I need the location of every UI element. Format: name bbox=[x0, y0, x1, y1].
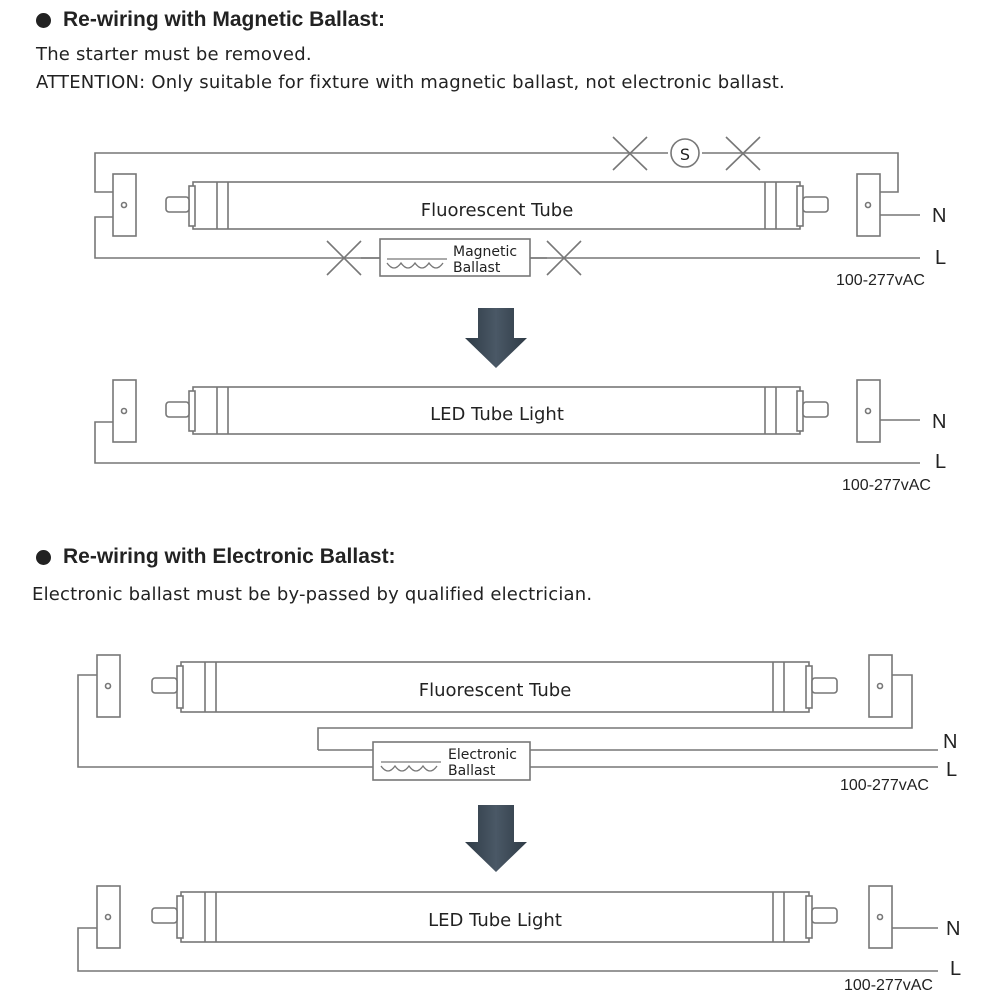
ballast-coil-icon bbox=[380, 764, 438, 772]
tube-label: Fluorescent Tube bbox=[419, 680, 572, 701]
section2-note-bypass: Electronic ballast must be by-passed by … bbox=[32, 584, 593, 605]
neutral-label: N bbox=[932, 411, 946, 433]
tube-pin-left bbox=[165, 401, 190, 418]
led-tube bbox=[180, 891, 810, 943]
ballast-label-line1: Electronic bbox=[448, 747, 517, 763]
magnetic-led-diagram bbox=[94, 379, 920, 464]
live-label: L bbox=[950, 958, 961, 980]
socket-right bbox=[868, 654, 893, 718]
socket-left bbox=[96, 654, 121, 718]
cut-mark-icon bbox=[326, 240, 362, 276]
electronic-fluorescent-diagram bbox=[77, 654, 938, 781]
tube-pin-left bbox=[151, 907, 178, 924]
starter-icon bbox=[670, 138, 700, 168]
starter-label: S bbox=[680, 145, 690, 164]
voltage-label: 100-277vAC bbox=[840, 777, 929, 794]
socket-pin-hole bbox=[120, 201, 128, 209]
magnetic-fluorescent-diagram bbox=[94, 136, 920, 277]
socket-right bbox=[868, 885, 893, 949]
wire-live bbox=[77, 927, 938, 972]
tube-pin-left bbox=[165, 196, 190, 213]
electronic-led-diagram bbox=[77, 885, 938, 972]
down-arrow-icon bbox=[465, 308, 527, 368]
ballast-label-line2: Ballast bbox=[448, 763, 496, 779]
cut-mark-icon bbox=[612, 136, 648, 171]
section1-heading-text: Re-wiring with Magnetic Ballast: bbox=[63, 8, 386, 31]
tube-bands bbox=[216, 182, 777, 229]
bullet-icon bbox=[36, 549, 51, 565]
tube-label: LED Tube Light bbox=[430, 404, 564, 425]
voltage-label: 100-277vAC bbox=[844, 977, 933, 994]
cut-mark-icon bbox=[546, 240, 582, 276]
tube-pin-left bbox=[151, 677, 178, 694]
socket-right bbox=[856, 379, 881, 443]
tube-pin-right bbox=[802, 401, 829, 418]
wire-live bbox=[94, 421, 920, 464]
fluorescent-tube bbox=[192, 181, 801, 230]
down-arrow-icon bbox=[465, 805, 527, 872]
live-label: L bbox=[946, 759, 957, 781]
live-label: L bbox=[935, 247, 946, 269]
section2-heading-text: Re-wiring with Electronic Ballast: bbox=[63, 545, 396, 568]
socket-pin-hole bbox=[864, 201, 872, 209]
wire-top-right bbox=[600, 152, 899, 193]
cut-mark-icon bbox=[725, 136, 761, 171]
socket-right bbox=[856, 173, 881, 237]
voltage-label: 100-277vAC bbox=[842, 477, 931, 494]
bullet-icon bbox=[36, 12, 51, 28]
tube-pin-right bbox=[811, 677, 838, 694]
section1-heading: Re-wiring with Magnetic Ballast: bbox=[36, 8, 385, 32]
ballast-coil-icon bbox=[386, 261, 444, 269]
neutral-label: N bbox=[943, 731, 957, 753]
wire-bottom-left bbox=[94, 216, 380, 259]
ballast-label-line2: Ballast bbox=[453, 260, 501, 276]
section1-note-starter: The starter must be removed. bbox=[36, 44, 312, 65]
wire-top-left bbox=[94, 152, 600, 193]
electronic-ballast bbox=[372, 741, 531, 781]
tube-pin-right bbox=[802, 196, 829, 213]
socket-left bbox=[112, 173, 137, 237]
live-label: L bbox=[935, 451, 946, 473]
section1-note-attention: ATTENTION: Only suitable for fixture wit… bbox=[36, 72, 785, 93]
magnetic-ballast bbox=[379, 238, 531, 277]
ballast-label-line1: Magnetic bbox=[453, 244, 517, 260]
voltage-label: 100-277vAC bbox=[836, 272, 925, 289]
section2-heading: Re-wiring with Electronic Ballast: bbox=[36, 545, 396, 569]
socket-left bbox=[112, 379, 137, 443]
wire-loop-right bbox=[317, 674, 913, 750]
tube-label: LED Tube Light bbox=[428, 910, 562, 931]
tube-pin-right bbox=[811, 907, 838, 924]
neutral-label: N bbox=[932, 205, 946, 227]
wire-left bbox=[77, 674, 373, 768]
socket-left bbox=[96, 885, 121, 949]
neutral-label: N bbox=[946, 918, 960, 940]
tube-label: Fluorescent Tube bbox=[421, 200, 574, 221]
